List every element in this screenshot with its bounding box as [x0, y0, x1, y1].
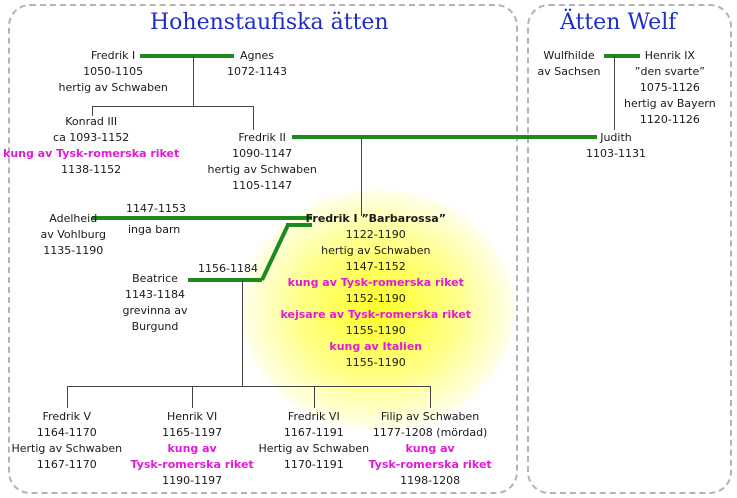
person-line: kung av Tysk-romerska riket: [3, 147, 180, 160]
adelheid-marriage-years: 1147-1153: [126, 202, 186, 215]
person-line: kejsare av Tysk-romerska riket: [280, 308, 472, 321]
person-line: 1155-1190: [345, 356, 406, 369]
person-line: Konrad III: [65, 115, 118, 128]
person-line: 1167-1170: [36, 458, 97, 471]
descent-fredrik-v-drop: [67, 386, 68, 408]
descent-fredrik-i-siblings-bar: [92, 106, 253, 107]
person-line: 1167-1191: [283, 426, 344, 439]
person-line: 1165-1197: [162, 426, 223, 439]
person-adelheid: Adelheid av Vohlburg 1135-1190: [41, 211, 106, 259]
person-judith: Judith 1103-1131: [586, 130, 646, 162]
person-beatrice: Beatrice 1143-1184 grevinna av Burgund: [123, 271, 188, 335]
person-agnes: Agnes 1072-1143: [227, 48, 287, 80]
person-line: 1120-1126: [639, 113, 700, 126]
descent-konrad-drop: [92, 106, 93, 116]
person-wulfhilde: Wulfhilde av Sachsen: [538, 48, 601, 80]
person-line: kung av Tysk-romerska riket: [287, 276, 464, 289]
marriage-line-fredrik-ii-judith: [292, 135, 597, 139]
marriage-line-beatrice-barbarossa: [188, 278, 262, 282]
person-line: 1135-1190: [43, 244, 104, 257]
marriage-line-adelheid-barbarossa: [92, 216, 312, 220]
person-henrik-ix: Henrik IX ”den svarte” 1075-1126 hertig av …: [624, 48, 716, 128]
person-line: 1090-1147: [232, 147, 293, 160]
adelheid-marriage-note: inga barn: [128, 223, 181, 236]
person-line: hertig av Schwaben: [321, 244, 431, 257]
person-line: Fredrik I: [91, 49, 136, 62]
person-line: ”den svarte”: [634, 65, 705, 78]
person-line: Fredrik VI: [287, 410, 340, 423]
person-line: 1072-1143: [227, 65, 287, 78]
person-line: 1075-1126: [639, 81, 700, 94]
marriage-line-fredrik-i-agnes: [140, 54, 234, 58]
welf-house-box: [527, 4, 732, 494]
person-line: kung av Italien: [329, 340, 423, 353]
person-line: 1155-1190: [345, 324, 406, 337]
person-henrik-vi: Henrik VI 1165-1197 kung av Tysk-romerska r…: [131, 409, 254, 489]
person-line: av Sachsen: [537, 65, 601, 78]
person-line: 1138-1152: [61, 163, 122, 176]
person-fredrik-ii: Fredrik II 1090-1147 hertig av Schwaben 110…: [208, 130, 317, 194]
person-line: 1122-1190: [345, 228, 406, 241]
descent-filip-drop: [430, 386, 431, 408]
person-line: 1050-1105: [83, 65, 144, 78]
person-line: Judith: [600, 131, 632, 144]
person-line: 1190-1197: [162, 474, 223, 487]
person-line: kung av: [167, 442, 217, 455]
person-line: 1164-1170: [36, 426, 97, 439]
person-line: Wulfhilde: [543, 49, 595, 62]
person-line: Fredrik II: [238, 131, 286, 144]
person-barbarossa: Fredrik I ”Barbarossa” 1122-1190 hertig av…: [281, 211, 472, 371]
descent-children-bar: [67, 386, 430, 387]
person-line: 1198-1208: [400, 474, 461, 487]
person-line: Fredrik I ”Barbarossa”: [305, 212, 446, 225]
beatrice-marriage-years: 1156-1184: [198, 262, 258, 275]
person-line: Fredrik V: [42, 410, 92, 423]
person-line: hertig av Bayern: [624, 97, 716, 110]
person-line: 1177-1208 (mördad): [372, 426, 488, 439]
person-line: 1143-1184: [125, 288, 185, 301]
person-filip-av-schwaben: Filip av Schwaben 1177-1208 (mördad) kung …: [369, 409, 492, 489]
person-fredrik-i: Fredrik I 1050-1105 hertig av Schwaben: [59, 48, 168, 96]
descent-fredrik-vi-drop: [314, 386, 315, 408]
descent-fredrik-ii-drop: [253, 106, 254, 130]
person-line: av Vohlburg: [40, 228, 106, 241]
descent-fredrik-ii-to-barbarossa: [361, 137, 362, 216]
person-line: Tysk-romerska riket: [130, 458, 254, 471]
person-line: 1147-1152: [345, 260, 406, 273]
person-line: kung av: [405, 442, 455, 455]
person-line: Tysk-romerska riket: [368, 458, 492, 471]
welf-house-title: Ätten Welf: [560, 10, 677, 35]
person-line: Burgund: [131, 320, 179, 333]
person-line: hertig av Schwaben: [207, 163, 317, 176]
person-line: hertig av Schwaben: [58, 81, 168, 94]
person-konrad-iii: Konrad III ca 1093-1152 kung av Tysk-romer…: [3, 114, 179, 178]
marriage-line-wulfhilde-henrik-ix: [604, 54, 640, 58]
person-line: Henrik VI: [166, 410, 218, 423]
person-line: 1152-1190: [345, 292, 406, 305]
descent-judith-up: [614, 56, 615, 130]
person-line: Henrik IX: [644, 49, 695, 62]
descent-fredrik-i-down: [193, 56, 194, 106]
person-line: Filip av Schwaben: [380, 410, 480, 423]
person-line: Hertig av Schwaben: [258, 442, 370, 455]
person-line: Adelheid: [49, 212, 98, 225]
person-line: grevinna av: [122, 304, 188, 317]
person-line: 1103-1131: [586, 147, 646, 160]
person-line: Hertig av Schwaben: [11, 442, 123, 455]
descent-beatrice-to-children: [242, 280, 243, 386]
person-line: ca 1093-1152: [53, 131, 130, 144]
barbarossa-marriage-link: [260, 224, 290, 281]
person-line: 1105-1147: [232, 179, 293, 192]
person-line: 1170-1191: [283, 458, 344, 471]
descent-henrik-vi-drop: [192, 386, 193, 408]
person-line: Beatrice: [132, 272, 178, 285]
hohenstaufen-house-title: Hohenstaufiska ätten: [150, 10, 389, 35]
person-line: Agnes: [239, 49, 274, 62]
hohenstaufen-house-box: [8, 4, 518, 494]
